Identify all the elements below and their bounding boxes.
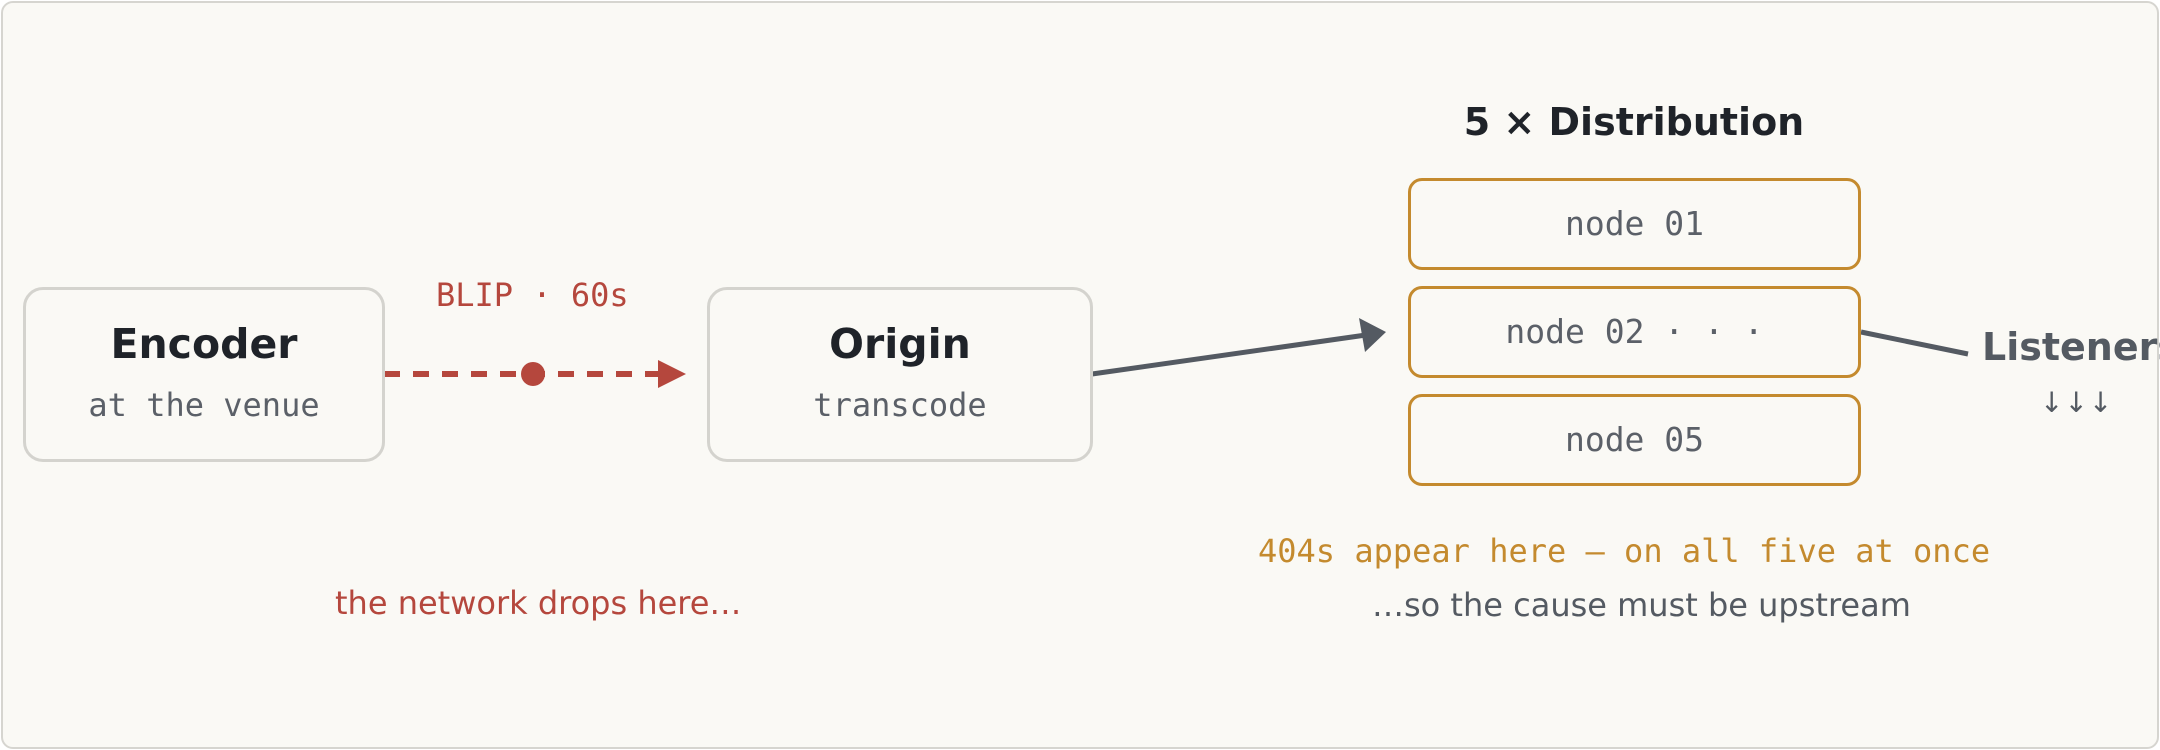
encoder-title: Encoder [110, 320, 298, 368]
upstream-conclusion: …so the cause must be upstream [1372, 586, 1911, 624]
origin-to-distribution-link [1091, 332, 1367, 377]
listeners-arrows: ↓↓↓ [2040, 386, 2114, 419]
encoder-subtitle: at the venue [88, 386, 320, 424]
distribution-node-05: node 05 [1408, 394, 1861, 486]
distribution-to-listeners-link [1860, 329, 1969, 357]
network-drop-note: the network drops here… [335, 584, 742, 622]
origin-title: Origin [829, 320, 971, 368]
origin-subtitle: transcode [813, 386, 987, 424]
blip-label: BLIP · 60s [436, 276, 629, 314]
blip-dot [521, 362, 545, 386]
encoder-box: Encoder at the venue [23, 287, 385, 462]
blip-arrowhead [658, 360, 686, 388]
origin-box: Origin transcode [707, 287, 1093, 462]
listeners-label: Listeners [1982, 325, 2160, 369]
errors-annotation: 404s appear here — on all five at once [1258, 532, 1991, 570]
distribution-node-01: node 01 [1408, 178, 1861, 270]
distribution-heading: 5 × Distribution [1463, 100, 1805, 144]
distribution-node-02: node 02 · · · [1408, 286, 1861, 378]
origin-to-distribution-arrowhead [1359, 318, 1386, 352]
